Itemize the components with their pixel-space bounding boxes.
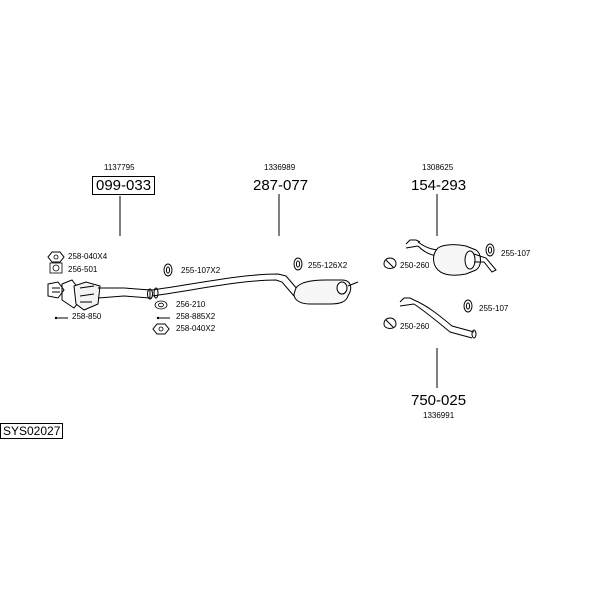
hanger-icon-255-107-upper — [485, 243, 495, 257]
hardware-ref[interactable]: 258-885X2 — [176, 312, 216, 321]
part-number[interactable]: 099-033 — [92, 176, 156, 195]
part-number[interactable]: 750-025 — [411, 392, 467, 409]
catalytic-converter-icon — [47, 279, 153, 311]
hardware-ref[interactable]: 250-260 — [400, 261, 430, 270]
center-pipe-icon — [151, 273, 359, 305]
oem-code: 1308625 — [422, 163, 454, 172]
part-number[interactable]: 287-077 — [253, 177, 309, 194]
nut-icon-258-040x4 — [47, 251, 65, 263]
hardware-ref[interactable]: 255-107 — [501, 249, 531, 258]
hanger-icon-255-107x2 — [163, 263, 173, 277]
tail-pipe-icon — [399, 297, 477, 339]
system-id-label: SYS02027 — [0, 423, 64, 439]
oem-code: 1336991 — [423, 411, 455, 420]
bolt-icon-258-885x2 — [156, 316, 170, 320]
bolt-icon-258-850 — [54, 316, 68, 320]
hardware-ref[interactable]: 255-107X2 — [181, 266, 221, 275]
hardware-ref[interactable]: 258-040X2 — [176, 324, 216, 333]
hanger-icon-255-126x2 — [293, 257, 303, 271]
gasket-icon-256-210 — [154, 300, 168, 310]
oem-code: 1137795 — [104, 163, 135, 172]
hardware-ref[interactable]: 255-107 — [479, 304, 509, 313]
hanger-icon-255-107-lower — [463, 299, 473, 313]
clamp-icon-250-260-lower — [383, 317, 397, 329]
gasket-icon-256-501 — [49, 262, 63, 274]
part-number[interactable]: 154-293 — [411, 177, 467, 194]
clamp-icon-250-260-upper — [383, 257, 397, 269]
oem-code: 1336989 — [264, 163, 296, 172]
hardware-ref[interactable]: 258-040X4 — [68, 252, 108, 261]
nut-icon-258-040x2 — [152, 323, 170, 335]
hardware-ref[interactable]: 256-210 — [176, 300, 206, 309]
hardware-ref[interactable]: 255-126X2 — [308, 261, 348, 270]
hardware-ref[interactable]: 256-501 — [68, 265, 98, 274]
rear-muffler-icon — [405, 239, 497, 276]
hardware-ref[interactable]: 258-850 — [72, 312, 102, 321]
hardware-ref[interactable]: 250-260 — [400, 322, 430, 331]
